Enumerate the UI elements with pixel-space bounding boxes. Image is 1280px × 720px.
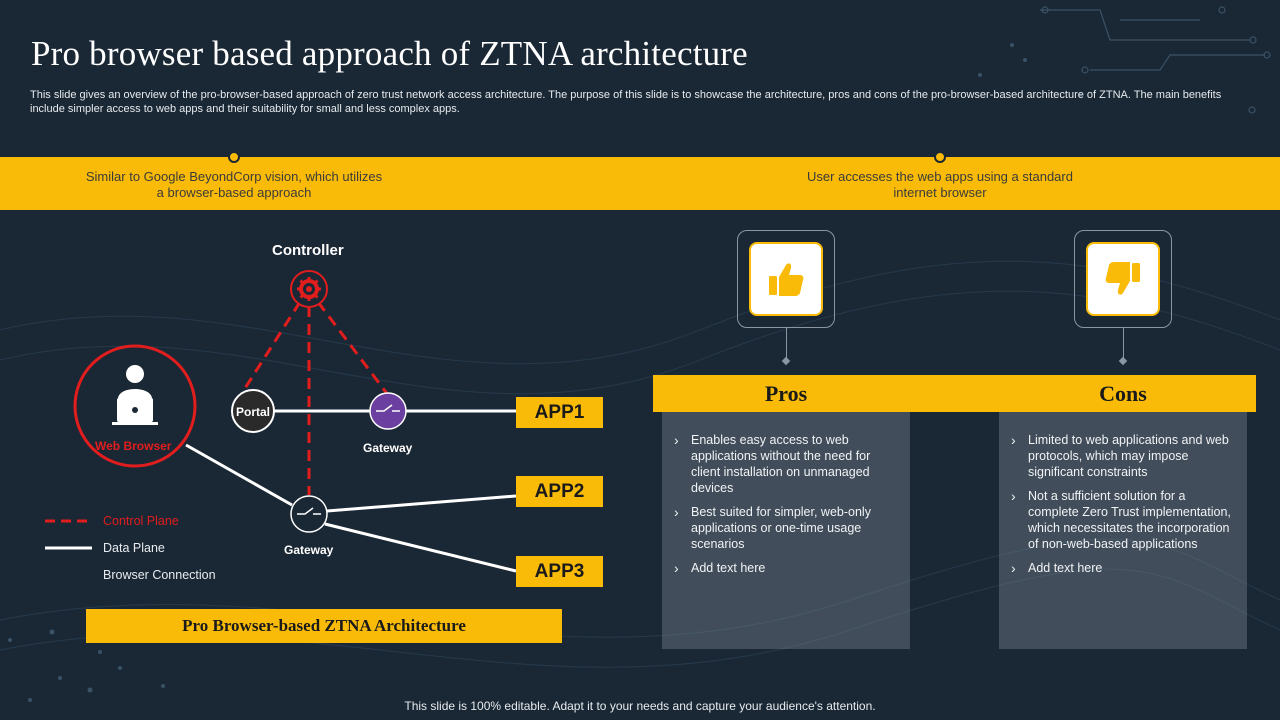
cons-list: Limited to web applications and web prot…	[1011, 432, 1235, 576]
legend-browser-connection: Browser Connection	[103, 568, 216, 582]
band-marker-right	[934, 151, 946, 163]
cons-header: Cons	[990, 375, 1256, 412]
data-plane-links	[185, 409, 517, 573]
thumbs-up-icon	[769, 263, 804, 296]
gateway-top-label: Gateway	[363, 441, 413, 455]
gateway-node-bottom	[290, 495, 328, 533]
gateway-bottom-label: Gateway	[284, 543, 334, 557]
controller-label: Controller	[272, 242, 344, 259]
web-browser-label: Web Browser	[95, 439, 172, 453]
pros-item: Enables easy access to web applications …	[674, 432, 898, 496]
pros-connector	[786, 328, 787, 360]
app2-box: APP2	[516, 476, 603, 507]
cons-panel: Limited to web applications and web prot…	[999, 412, 1247, 649]
pros-list: Enables easy access to web applications …	[674, 432, 898, 576]
band-text-left: Similar to Google BeyondCorp vision, whi…	[85, 169, 383, 200]
cons-item: Not a sufficient solution for a complete…	[1011, 488, 1235, 552]
pros-icon-frame	[737, 230, 835, 328]
legend-control-plane: Control Plane	[103, 514, 179, 528]
architecture-caption: Pro Browser-based ZTNA Architecture	[86, 609, 562, 643]
cons-connector	[1123, 328, 1124, 360]
band-text-right: User accesses the web apps using a stand…	[807, 169, 1073, 200]
page-subtitle: This slide gives an overview of the pro-…	[30, 89, 1222, 115]
pros-item: Add text here	[674, 560, 898, 576]
slide-footer: This slide is 100% editable. Adapt it to…	[404, 699, 876, 713]
cons-icon-frame	[1074, 230, 1172, 328]
controller-node	[290, 270, 328, 308]
app3-box: APP3	[516, 556, 603, 587]
cons-item: Limited to web applications and web prot…	[1011, 432, 1235, 480]
gateway-node-top	[369, 392, 407, 430]
page-title: Pro browser based approach of ZTNA archi…	[31, 34, 748, 73]
pros-header: Pros	[653, 375, 919, 412]
header-bar-spacer	[919, 375, 990, 412]
portal-label: Portal	[236, 405, 271, 419]
summary-band: Similar to Google BeyondCorp vision, whi…	[0, 151, 1280, 210]
thumbs-down-icon	[1105, 262, 1140, 295]
app1-box: APP1	[516, 397, 603, 428]
pros-panel: Enables easy access to web applications …	[662, 412, 910, 649]
band-marker-left	[228, 151, 240, 163]
cons-item: Add text here	[1011, 560, 1235, 576]
legend-data-plane: Data Plane	[103, 541, 165, 555]
pros-item: Best suited for simpler, web-only applic…	[674, 504, 898, 552]
